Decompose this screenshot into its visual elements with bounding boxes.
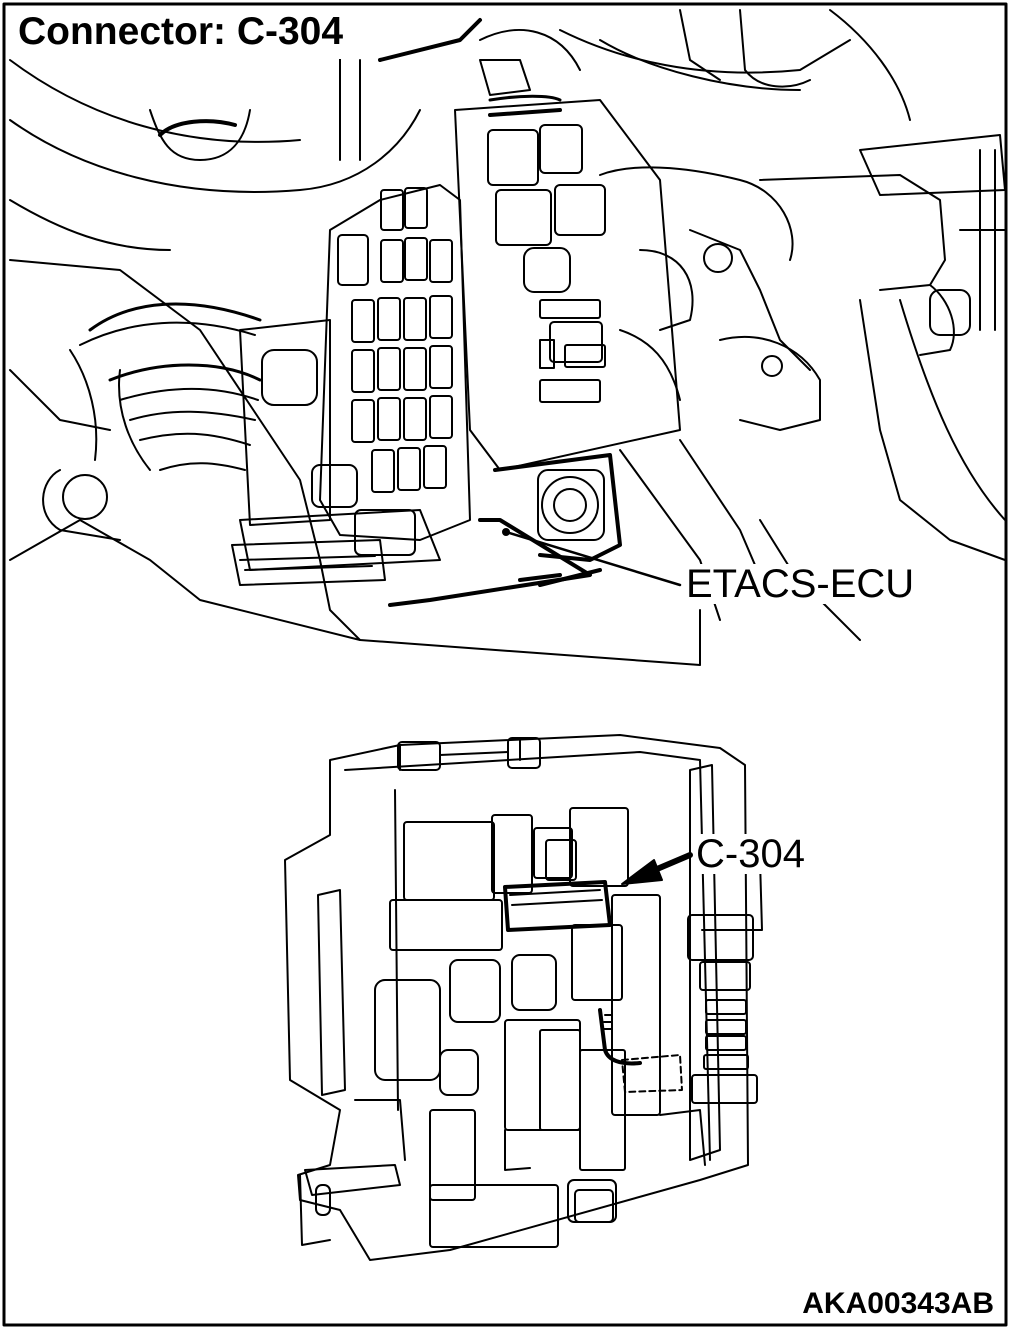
page-title: Connector: C-304 xyxy=(8,6,358,59)
connector-label: C-304 xyxy=(694,832,807,876)
junction-block xyxy=(231,184,471,586)
etacs-ecu-detail-view xyxy=(284,734,763,1261)
ecu-label: ETACS-ECU xyxy=(682,564,919,604)
relay-block xyxy=(454,94,681,471)
c-304-connector xyxy=(503,880,612,932)
vehicle-interior-view xyxy=(9,9,1006,666)
ecu-leader-line xyxy=(504,530,682,587)
etacs-ecu-body xyxy=(388,449,721,621)
figure-code: AKA00343AB xyxy=(802,1287,994,1320)
fuse-grid xyxy=(337,187,453,493)
c-304-arrow xyxy=(621,852,693,885)
